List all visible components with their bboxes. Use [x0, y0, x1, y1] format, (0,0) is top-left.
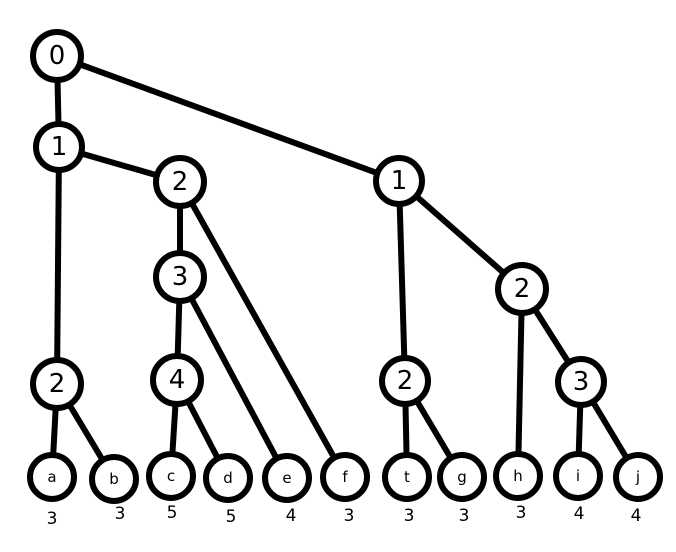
edge-l1-l1-2b: [54, 144, 62, 387]
node-circle: [493, 451, 543, 501]
node-leaf-t: t: [382, 452, 432, 502]
node-label: d: [223, 469, 233, 487]
node-label: 0: [49, 41, 66, 71]
node-l1-2-3-4: 4: [150, 353, 204, 407]
leaf-count-c: 5: [167, 503, 178, 523]
node-label: a: [47, 468, 56, 486]
node-label: t: [404, 468, 410, 486]
node-leaf-b: b: [89, 454, 139, 504]
node-circle: [553, 451, 603, 501]
node-circle: [27, 452, 77, 502]
node-leaf-e: e: [262, 453, 312, 503]
node-leaf-a: a: [27, 452, 77, 502]
node-label: i: [576, 467, 580, 485]
node-circle: [146, 451, 196, 501]
node-l1-2b: 2: [30, 357, 84, 411]
node-circle: [437, 452, 487, 502]
leaf-count-f: 3: [344, 506, 355, 526]
leaf-count-a: 3: [47, 509, 58, 529]
leaf-count-h: 3: [516, 503, 527, 523]
node-circle: [495, 262, 549, 316]
node-label: 3: [573, 367, 590, 397]
node-label: b: [109, 470, 119, 488]
nodes-layer: 0 1 2 3 4 2 1 2 2 3 a b c d e f t g h i j: [27, 29, 663, 504]
node-r1-2b: 2: [495, 262, 549, 316]
node-label: e: [282, 469, 291, 487]
leaf-count-g: 3: [459, 506, 470, 526]
node-circle: [379, 355, 431, 407]
node-leaf-d: d: [203, 453, 253, 503]
node-label: 2: [49, 369, 66, 399]
node-label: 1: [51, 132, 68, 162]
leaf-count-i: 4: [574, 504, 585, 524]
node-circle: [373, 155, 425, 207]
node-label: h: [513, 467, 523, 485]
edge-r1-r1-2a: [396, 178, 408, 384]
node-label: 3: [172, 262, 189, 292]
node-l1-2: 2: [153, 155, 207, 209]
edge-r1-r1-2b: [396, 178, 525, 292]
node-circle: [89, 454, 139, 504]
node-leaf-c: c: [146, 451, 196, 501]
node-leaf-j: j: [613, 452, 663, 502]
node-label: 2: [397, 366, 414, 396]
leaf-count-e: 4: [286, 506, 297, 526]
node-circle: [555, 356, 607, 408]
node-leaf-f: f: [320, 452, 370, 502]
leaf-count-j: 4: [631, 506, 642, 526]
node-label: 2: [172, 167, 189, 197]
node-label: g: [457, 468, 467, 486]
leaf-count-d: 5: [226, 507, 237, 527]
node-circle: [150, 353, 204, 407]
node-circle: [153, 250, 207, 304]
node-circle: [33, 121, 85, 173]
node-r1: 1: [373, 155, 425, 207]
node-circle: [320, 452, 370, 502]
node-circle: [30, 357, 84, 411]
leaf-count-b: 3: [115, 504, 126, 524]
node-circle: [382, 452, 432, 502]
node-l1-2-3: 3: [153, 250, 207, 304]
node-circle: [153, 155, 207, 209]
leaf-count-t: 3: [404, 506, 415, 526]
node-circle: [262, 453, 312, 503]
node-r1-2b-3: 3: [555, 356, 607, 408]
leaf-counts-layer: 3 3 5 5 4 3 3 3 3 4 4: [47, 503, 642, 529]
node-label: 2: [514, 274, 531, 304]
node-label: f: [342, 468, 348, 486]
node-leaf-i: i: [553, 451, 603, 501]
node-root: 0: [30, 29, 84, 83]
node-leaf-h: h: [493, 451, 543, 501]
node-circle: [613, 452, 663, 502]
node-label: 1: [391, 166, 408, 196]
node-label: j: [635, 468, 640, 486]
node-l1: 1: [33, 121, 85, 173]
node-circle: [203, 453, 253, 503]
node-leaf-g: g: [437, 452, 487, 502]
edge-l1-2-leaf-f: [177, 179, 348, 480]
edge-l1-2-3-leaf-e: [177, 274, 290, 481]
edge-r1-2b-leaf-h: [515, 286, 525, 479]
node-r1-2a: 2: [379, 355, 431, 407]
node-label: c: [167, 467, 175, 485]
node-label: 4: [169, 365, 186, 395]
edges-layer: [49, 53, 641, 482]
edge-root-r1: [54, 53, 402, 184]
node-circle: [30, 29, 84, 83]
